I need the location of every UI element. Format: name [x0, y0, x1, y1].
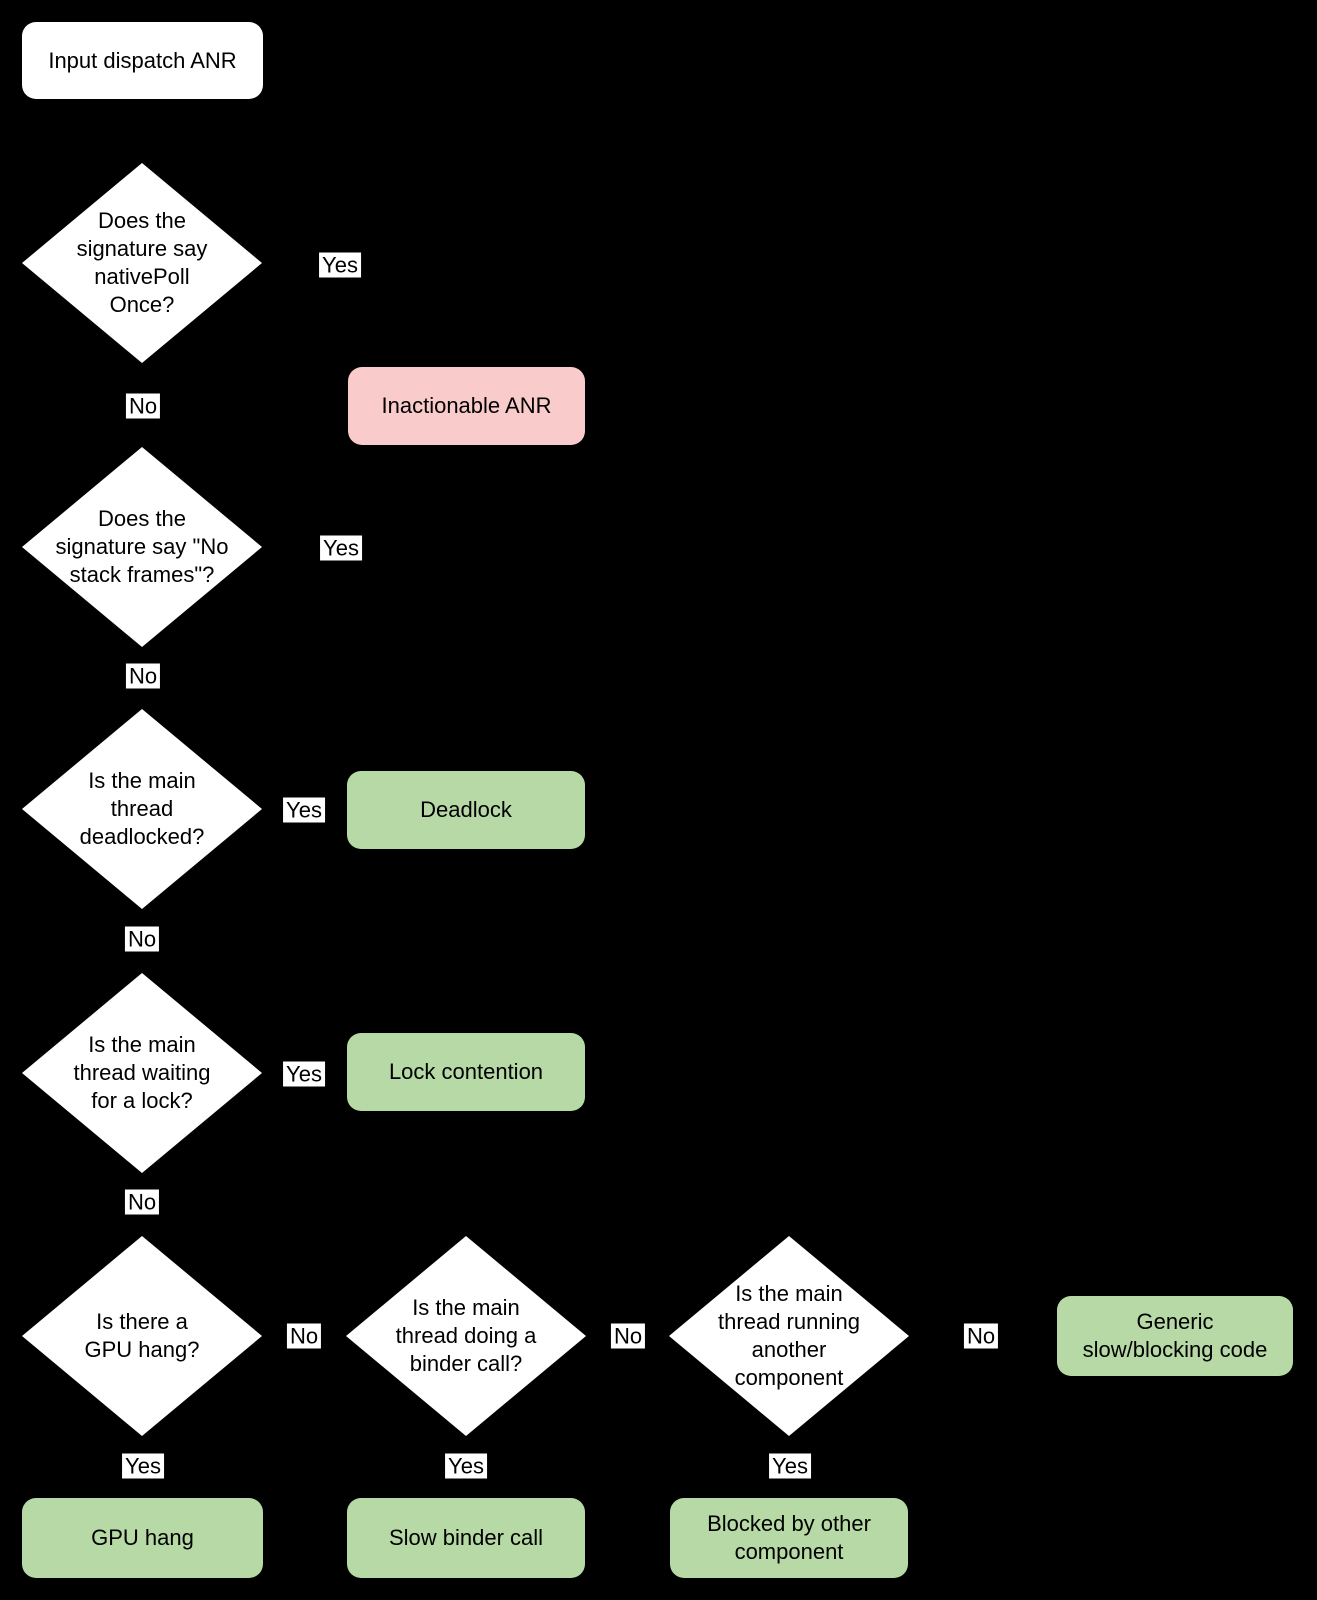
- edge-label-d1-no: No: [125, 393, 161, 419]
- edge-label-dc-no: No: [963, 1323, 999, 1349]
- edge-label-d3-yes: Yes: [283, 797, 325, 823]
- node-blocked-by-other-component: Blocked by other component: [670, 1498, 908, 1578]
- decision-main-thread-deadlocked: Is the main thread deadlocked?: [22, 709, 262, 909]
- decision-gpu-hang: Is there a GPU hang?: [22, 1236, 262, 1436]
- edge-label-d2-no: No: [125, 663, 161, 689]
- edge-label-d4-no: No: [124, 1189, 160, 1215]
- decision-binder-call: Is the main thread doing a binder call?: [346, 1236, 586, 1436]
- edge-label-d2-yes: Yes: [320, 535, 362, 561]
- edge-label-d4-yes: Yes: [283, 1061, 325, 1087]
- node-generic-slow-blocking-code: Generic slow/blocking code: [1057, 1296, 1293, 1376]
- edge-label-da-yes: Yes: [122, 1453, 164, 1479]
- edge-label-d3-no: No: [124, 926, 160, 952]
- node-slow-binder-call: Slow binder call: [347, 1498, 585, 1578]
- decision-signature-no-stack-frames: Does the signature say "No stack frames"…: [22, 447, 262, 647]
- edge-label-da-no: No: [286, 1323, 322, 1349]
- decision-running-another-component: Is the main thread running another compo…: [669, 1236, 909, 1436]
- edge-label-dc-yes: Yes: [769, 1453, 811, 1479]
- edge-label-db-yes: Yes: [445, 1453, 487, 1479]
- node-input-dispatch-anr: Input dispatch ANR: [22, 22, 263, 99]
- node-inactionable-anr: Inactionable ANR: [348, 367, 585, 445]
- decision-signature-nativepollonce: Does the signature say nativePoll Once?: [22, 163, 262, 363]
- edge-label-db-no: No: [610, 1323, 646, 1349]
- node-deadlock: Deadlock: [347, 771, 585, 849]
- node-gpu-hang: GPU hang: [22, 1498, 263, 1578]
- node-lock-contention: Lock contention: [347, 1033, 585, 1111]
- edge-label-d1-yes: Yes: [319, 252, 361, 278]
- decision-main-thread-waiting-lock: Is the main thread waiting for a lock?: [22, 973, 262, 1173]
